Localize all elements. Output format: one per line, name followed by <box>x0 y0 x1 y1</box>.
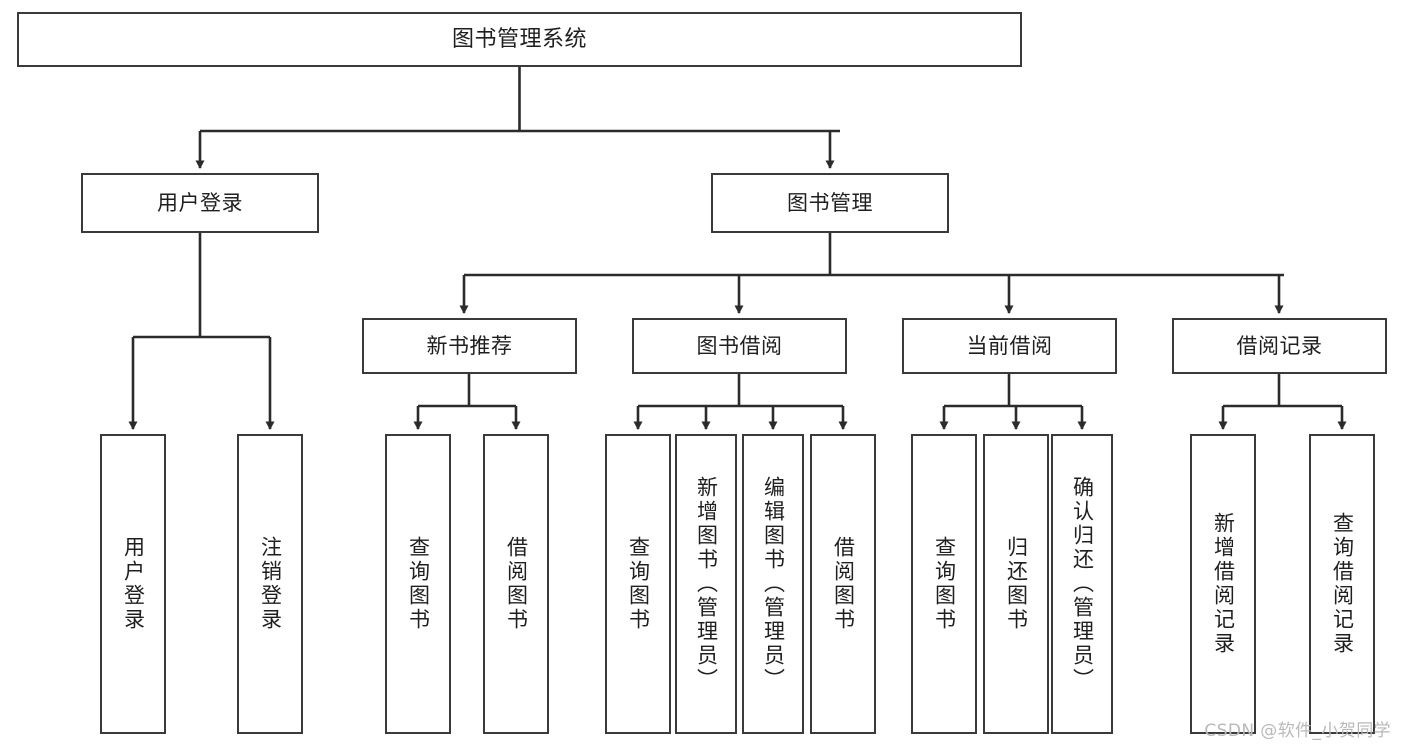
node-leaf-add-borrow-record-label: 新增借阅记录 <box>1211 512 1236 656</box>
node-leaf-user-login-label: 用户登录 <box>121 536 146 632</box>
node-book-borrow-label: 图书借阅 <box>696 333 783 358</box>
node-leaf-query-book-3-label: 查询图书 <box>932 536 957 632</box>
node-leaf-add-book-admin-label: 新增图书（管理员） <box>694 476 719 692</box>
node-leaf-confirm-return-admin-label: 确认归还（管理员） <box>1070 476 1095 692</box>
node-leaf-query-book-3[interactable]: 查询图书 <box>911 434 977 734</box>
node-borrow-record-label: 借阅记录 <box>1236 333 1323 358</box>
node-new-book-recommend[interactable]: 新书推荐 <box>362 318 577 374</box>
node-new-book-recommend-label: 新书推荐 <box>426 333 513 358</box>
watermark-text: CSDN @软件_小贺同学 <box>1204 721 1391 741</box>
node-leaf-return-book[interactable]: 归还图书 <box>983 434 1049 734</box>
node-leaf-logout[interactable]: 注销登录 <box>237 434 303 734</box>
node-book-borrow[interactable]: 图书借阅 <box>632 318 847 374</box>
node-leaf-borrow-book-1-label: 借阅图书 <box>504 536 529 632</box>
node-root-label: 图书管理系统 <box>451 26 587 52</box>
node-leaf-borrow-book-1[interactable]: 借阅图书 <box>483 434 549 734</box>
node-leaf-add-borrow-record[interactable]: 新增借阅记录 <box>1190 434 1256 734</box>
node-leaf-return-book-label: 归还图书 <box>1004 536 1029 632</box>
node-leaf-query-book-2[interactable]: 查询图书 <box>605 434 671 734</box>
node-leaf-query-book-1[interactable]: 查询图书 <box>385 434 451 734</box>
node-current-borrow[interactable]: 当前借阅 <box>902 318 1117 374</box>
node-leaf-logout-label: 注销登录 <box>258 536 283 632</box>
node-leaf-query-borrow-record-label: 查询借阅记录 <box>1330 512 1355 656</box>
node-book-manage[interactable]: 图书管理 <box>711 173 949 233</box>
node-user-login[interactable]: 用户登录 <box>81 173 319 233</box>
node-leaf-confirm-return-admin[interactable]: 确认归还（管理员） <box>1051 434 1113 734</box>
node-leaf-query-book-2-label: 查询图书 <box>626 536 651 632</box>
node-leaf-add-book-admin[interactable]: 新增图书（管理员） <box>675 434 737 734</box>
node-current-borrow-label: 当前借阅 <box>966 333 1053 358</box>
node-user-login-label: 用户登录 <box>157 190 243 215</box>
node-leaf-query-book-1-label: 查询图书 <box>406 536 431 632</box>
node-leaf-user-login[interactable]: 用户登录 <box>100 434 166 734</box>
node-leaf-edit-book-admin-label: 编辑图书（管理员） <box>761 476 786 692</box>
node-book-manage-label: 图书管理 <box>787 190 873 215</box>
node-leaf-borrow-book-2-label: 借阅图书 <box>831 536 856 632</box>
node-borrow-record[interactable]: 借阅记录 <box>1172 318 1387 374</box>
node-leaf-edit-book-admin[interactable]: 编辑图书（管理员） <box>742 434 804 734</box>
node-root-system[interactable]: 图书管理系统 <box>17 12 1022 67</box>
node-leaf-query-borrow-record[interactable]: 查询借阅记录 <box>1309 434 1375 734</box>
node-leaf-borrow-book-2[interactable]: 借阅图书 <box>810 434 876 734</box>
